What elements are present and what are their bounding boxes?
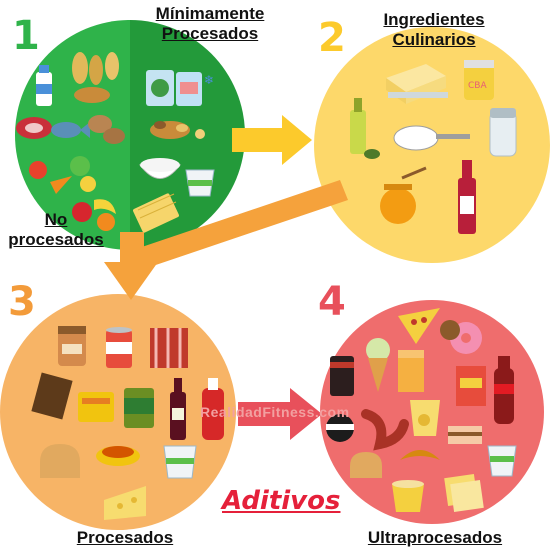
- yogurt-icon-1: [185, 169, 215, 197]
- juice-box-icon: [398, 350, 424, 392]
- bacon-icon: [150, 328, 188, 368]
- arrow-yellow-to-orange: [104, 180, 348, 300]
- stage-1-title-line1: Mínimamente: [155, 4, 265, 23]
- vinegar-bottle-icon: [458, 160, 476, 234]
- soda-can-icon: [330, 356, 354, 396]
- arrow-green-to-yellow: [232, 115, 312, 165]
- stage-2-icons: CBA: [350, 60, 517, 234]
- donut-icon: [440, 320, 482, 354]
- meat-icon: [16, 117, 52, 139]
- chips-bag-icon: [410, 400, 440, 436]
- additives-label: Aditivos: [222, 486, 341, 516]
- pastry-icon: [448, 426, 482, 444]
- butter-icon: [386, 64, 448, 104]
- ketchup-icon: [202, 378, 224, 440]
- frozen-veg-bag-icon: [146, 70, 174, 106]
- pizza-icon: [398, 308, 440, 344]
- olive-oil-icon: [350, 98, 380, 159]
- stage-3-icons: [31, 326, 224, 520]
- stage-1-icons: ❄: [16, 52, 215, 233]
- honey-jar-icon: [380, 166, 427, 224]
- yogurt-icon-2: [163, 445, 197, 479]
- stage-1-title: Mínimamente Procesados: [140, 4, 280, 43]
- stage-4-number: 4: [318, 279, 346, 325]
- stage-1-subtitle-line2: procesados: [8, 229, 104, 249]
- vegetables-icon: [29, 156, 96, 194]
- cola-bottle-icon: [494, 356, 514, 424]
- frozen-fish-bag-icon: ❄: [176, 72, 214, 106]
- cereal-box-icon: [456, 366, 486, 406]
- potatoes-icon: [88, 115, 125, 144]
- sliced-bread-icon: [350, 452, 382, 478]
- sardine-tin-icon-2: [96, 446, 140, 466]
- stage-1-title-line2: Procesados: [161, 23, 259, 43]
- nuts-icon: [150, 121, 205, 139]
- bread-icon: [40, 444, 80, 478]
- cheese-slices-icon: [444, 474, 484, 512]
- rice-bowl-icon: [139, 158, 181, 179]
- croissant-icon: [400, 450, 440, 460]
- fish-icon: [51, 122, 90, 138]
- arrow-orange-to-red: [238, 388, 322, 440]
- ice-cream-icon: [366, 338, 390, 392]
- instant-noodles-icon: [392, 480, 424, 512]
- cookie-icon: [326, 414, 354, 442]
- stage-3-title: Procesados: [76, 528, 174, 547]
- stage-2-title-line2: Culinarios: [392, 29, 476, 49]
- yogurt-icon-3: [487, 445, 517, 477]
- stage-2-number: 2: [318, 15, 346, 61]
- jar-icon: [58, 326, 86, 366]
- stage-4-icons: [326, 308, 517, 512]
- cheese-icon: [104, 486, 146, 520]
- canned-veg-icon: [124, 388, 154, 428]
- spice-jar-icon: CBA: [464, 60, 494, 100]
- salt-shaker-icon: [489, 108, 517, 157]
- pasta-icon: [133, 193, 179, 233]
- stage-1-number: 1: [12, 13, 40, 59]
- chocolate-bar-icon: [31, 372, 73, 420]
- stage-1-subtitle-line1: No: [44, 210, 68, 229]
- svg-text:❄: ❄: [204, 73, 214, 87]
- stage-2-title: Ingredientes Culinarios: [360, 10, 508, 49]
- wine-bottle-icon: [170, 378, 186, 440]
- sugar-spoon-icon: [393, 125, 470, 151]
- svg-text:CBA: CBA: [468, 81, 487, 91]
- grain-ears-icon: [72, 52, 119, 103]
- sausage-icon: [361, 409, 409, 451]
- stage-1-subtitle: No procesados: [4, 210, 108, 249]
- milk-bottle-icon: [36, 65, 52, 106]
- sardine-tin-icon: [78, 392, 114, 422]
- watermark: RealidadFitness.com: [200, 404, 350, 420]
- stage-2-title-line1: Ingredientes: [383, 10, 485, 29]
- stage-3-number: 3: [8, 279, 36, 325]
- can-icon: [106, 327, 132, 368]
- stage-4-title: Ultraprocesados: [367, 528, 503, 547]
- fruits-icon: [72, 199, 116, 231]
